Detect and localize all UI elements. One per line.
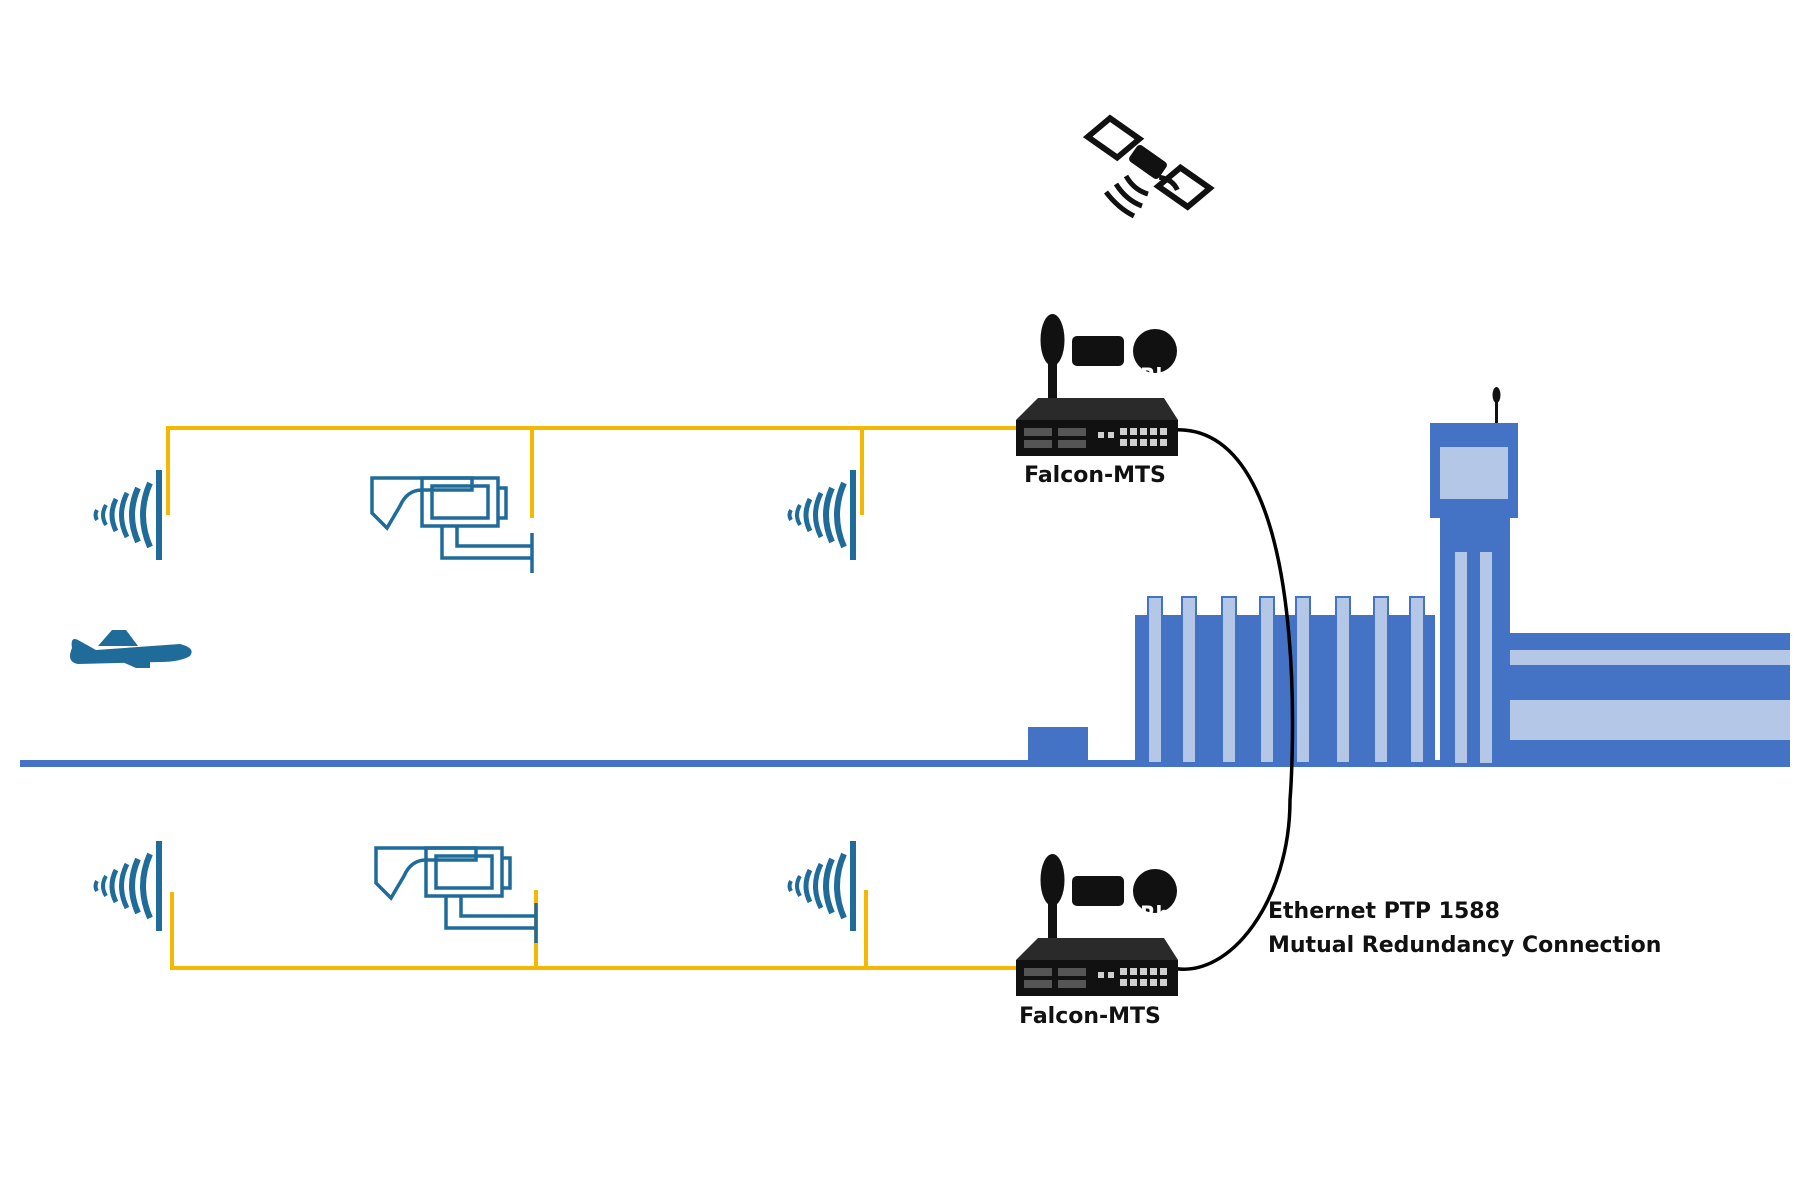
ptp-redundancy-link (1171, 428, 1295, 971)
cable-network-top (166, 426, 1016, 518)
satellite-icon (1082, 114, 1215, 211)
runway-line (20, 760, 1790, 767)
surveillance-camera-icon (370, 476, 534, 575)
rb-badge: Rb (1140, 903, 1169, 928)
cable-network-bottom (170, 890, 1016, 970)
satellite-signal-icon (1104, 174, 1149, 219)
terminal-building-icon (1028, 596, 1790, 764)
gnss-badge: GNSS (1073, 368, 1122, 389)
rb-badge: Rb (1140, 365, 1169, 390)
device-label-top: Falcon-MTS (1024, 463, 1166, 488)
surveillance-camera-icon (374, 846, 538, 945)
device-label-bottom: Falcon-MTS (1019, 1004, 1161, 1029)
control-tower-icon (1430, 387, 1518, 763)
falcon-mts-device-bottom: GNSS Rb Falcon-MTS (1016, 854, 1178, 1029)
radio-sensor-icon (96, 841, 163, 931)
radio-sensor-icon (96, 470, 163, 560)
radio-sensor-icon (790, 841, 857, 931)
radio-sensor-icon (790, 470, 857, 560)
falcon-mts-device-top: GNSS Rb Falcon-MTS (1016, 314, 1178, 488)
connection-label-line2: Mutual Redundancy Connection (1268, 933, 1661, 958)
connection-label-line1: Ethernet PTP 1588 (1268, 899, 1500, 924)
gnss-badge: GNSS (1073, 906, 1122, 927)
airplane-icon (70, 630, 192, 668)
